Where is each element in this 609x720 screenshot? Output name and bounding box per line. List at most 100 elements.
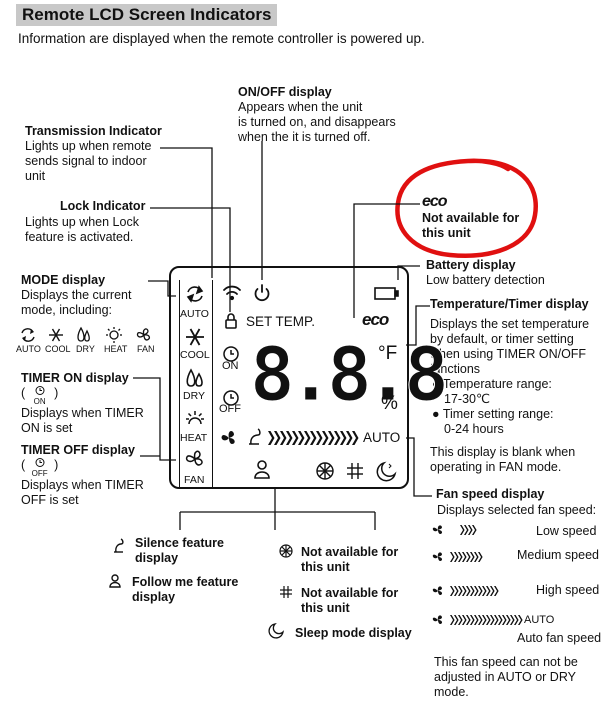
lcd-fan-bars — [268, 431, 359, 445]
fan-note-line: adjusted in AUTO or DRY — [434, 670, 576, 684]
lcd-timer-on: ON — [222, 360, 239, 372]
temp-timer-line: Displays the set temperature — [430, 317, 590, 331]
lcd-mode-dry: DRY — [183, 390, 205, 402]
fan-note-line: mode. — [434, 685, 469, 699]
fan-medium-label: Medium speed — [517, 548, 599, 562]
lcd-sun-icon — [186, 411, 204, 425]
fan-note-line: This fan speed can not be — [434, 655, 578, 669]
timer-off-icon-row: ( OFF ) — [21, 458, 144, 478]
follow-me-legend: Follow me feature display — [132, 575, 238, 605]
na1-line: this unit — [301, 560, 350, 574]
eco-icon: eco — [422, 193, 448, 210]
lcd-clock-on-icon — [223, 346, 239, 362]
lcd-snowflake-icon — [186, 328, 204, 346]
clock-icon — [35, 386, 45, 395]
timer-off-icon: OFF — [29, 458, 51, 478]
leader-fan-speed — [406, 437, 432, 497]
lcd-clock-off-icon — [223, 390, 239, 406]
lcd-unit-pct: % — [381, 393, 398, 414]
lcd-mode-auto: AUTO — [180, 308, 209, 320]
mode-icons-svg — [21, 326, 151, 343]
bullet-text: Timer setting range: — [442, 407, 554, 421]
timer-off-title: TIMER OFF display — [21, 443, 135, 457]
follow-me-line: display — [132, 590, 176, 604]
lcd-eco: eco — [362, 310, 389, 329]
lcd-digits: 8.8.8 — [250, 332, 450, 418]
lock-icon — [225, 313, 237, 329]
eco-line: this unit — [422, 226, 471, 240]
temp-timer-note: This display is blank when — [430, 445, 576, 459]
power-icon — [254, 284, 270, 302]
sleep-legend-icon — [268, 623, 284, 639]
fan-low-label: Low speed — [536, 524, 597, 538]
clock-icon — [35, 458, 45, 467]
lock-title: Lock Indicator — [60, 199, 146, 213]
transmission-line: unit — [25, 169, 46, 183]
battery-icon — [374, 287, 399, 300]
paren-close: ) — [54, 386, 59, 400]
follow-me-legend-icon — [109, 574, 121, 588]
battery-callout: Battery display Low battery detection — [426, 258, 545, 288]
na-icon-1 — [316, 462, 334, 480]
silence-icon — [249, 428, 261, 445]
eco-callout: eco Not available for this unit — [422, 193, 519, 241]
onoff-callout: ON/OFF display Appears when the unit is … — [238, 85, 396, 145]
leader-mode — [148, 280, 176, 297]
paren-open: ( — [21, 458, 26, 472]
mode-label-dry: DRY — [76, 344, 95, 354]
silence-line: display — [135, 551, 179, 565]
timer-on-title: TIMER ON display — [21, 371, 129, 385]
lcd-mode-fan: FAN — [184, 474, 205, 486]
follow-me-line: Follow me feature — [132, 575, 239, 589]
battery-title: Battery display — [426, 258, 516, 272]
transmission-line: Lights up when remote — [25, 139, 152, 153]
battery-line: Low battery detection — [426, 273, 545, 287]
lcd-screen — [169, 266, 409, 489]
temp-timer-note: operating in FAN mode. — [430, 460, 562, 474]
onoff-line: when the it is turned off. — [238, 130, 371, 144]
leader-battery — [397, 265, 420, 280]
na1-line: Not available for — [301, 545, 399, 559]
lock-callout: Lock Indicator — [60, 199, 190, 214]
auto-icon — [21, 328, 35, 342]
fan-speed-title: Fan speed display — [436, 487, 544, 502]
fan-high-label: High speed — [536, 583, 600, 597]
paren-close: ) — [54, 458, 59, 472]
transmission-title: Transmission Indicator — [25, 124, 162, 138]
timer-off-line: Displays when TIMER — [21, 478, 144, 492]
timer-on-icon-label: ON — [33, 397, 46, 406]
timer-on-icon-row: ( ON ) — [21, 386, 144, 406]
mode-line: mode, including: — [21, 303, 113, 317]
onoff-line: Appears when the unit — [238, 100, 363, 114]
onoff-line: is turned on, and disappears — [238, 115, 396, 129]
leader-transmission — [160, 147, 213, 278]
mode-label-cool: COOL — [45, 344, 71, 354]
lcd-timer-off: OFF — [219, 403, 241, 415]
na-legend-icon-1 — [279, 544, 293, 558]
lock-desc: Lights up when Lock feature is activated… — [25, 215, 139, 245]
sleep-icon — [376, 461, 397, 482]
leader-temp — [406, 305, 430, 346]
na-legend-icon-2 — [280, 586, 292, 598]
bullet-text: 0-24 hours — [444, 422, 504, 436]
timer-on-line: Displays when TIMER — [21, 406, 144, 420]
na2-line: this unit — [301, 601, 350, 615]
timer-off-line: OFF is set — [21, 493, 79, 507]
lcd-fan-speed-icon — [221, 430, 235, 444]
mode-label-fan: FAN — [137, 344, 155, 354]
temp-timer-line: when using TIMER ON/OFF — [430, 347, 587, 361]
transmission-line: sends signal to indoor — [25, 154, 147, 168]
timer-on-line: ON is set — [21, 421, 73, 435]
na-icon-2 — [347, 463, 363, 479]
mode-icons-row: AUTO COOL DRY HEAT FAN — [14, 325, 164, 357]
lcd-auto: AUTO — [363, 430, 401, 445]
mode-title: MODE display — [21, 273, 106, 287]
na-legend-1: Not available for this unit — [301, 545, 398, 575]
onoff-title: ON/OFF display — [238, 85, 332, 99]
temp-timer-callout: Temperature/Timer display Displays the s… — [430, 297, 608, 475]
mode-line: Displays the current — [21, 288, 132, 302]
bullet-text: Temperature range: — [442, 377, 552, 391]
leader-eco — [353, 203, 420, 318]
na-legend-2: Not available for this unit — [301, 586, 398, 616]
timer-on-icon: ON — [29, 386, 51, 406]
